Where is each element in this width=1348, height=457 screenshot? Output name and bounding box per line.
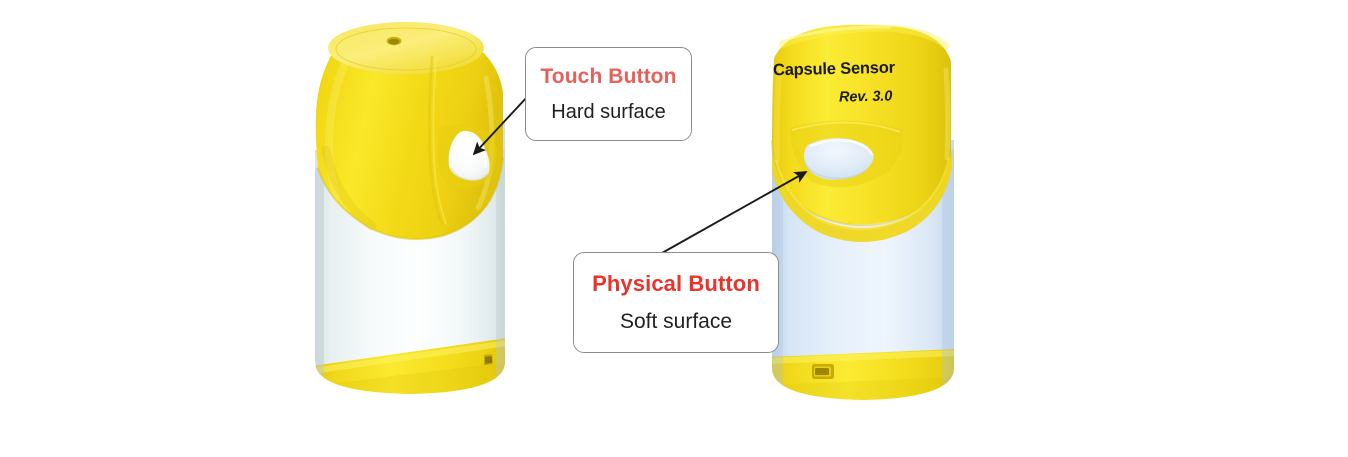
left-device-base-port	[483, 354, 493, 366]
right-device-base-port	[812, 364, 834, 379]
callout-touch-subtitle: Hard surface	[551, 101, 666, 124]
arrow-touch-button	[472, 95, 529, 156]
callout-physical-title: Physical Button	[592, 271, 760, 297]
callout-touch-title: Touch Button	[540, 64, 677, 88]
left-device-cap-top	[328, 22, 484, 74]
right-device	[771, 24, 954, 400]
right-device-base-band	[772, 349, 954, 400]
left-device	[315, 22, 505, 394]
right-device-button[interactable]	[803, 138, 874, 180]
callout-physical-subtitle: Soft surface	[619, 309, 733, 333]
arrow-physical-button	[661, 171, 808, 254]
left-device-base-band	[315, 338, 505, 394]
callout-physical-button: Physical Button Soft surface	[573, 252, 779, 353]
callout-touch-button: Touch Button Hard surface	[525, 47, 692, 141]
